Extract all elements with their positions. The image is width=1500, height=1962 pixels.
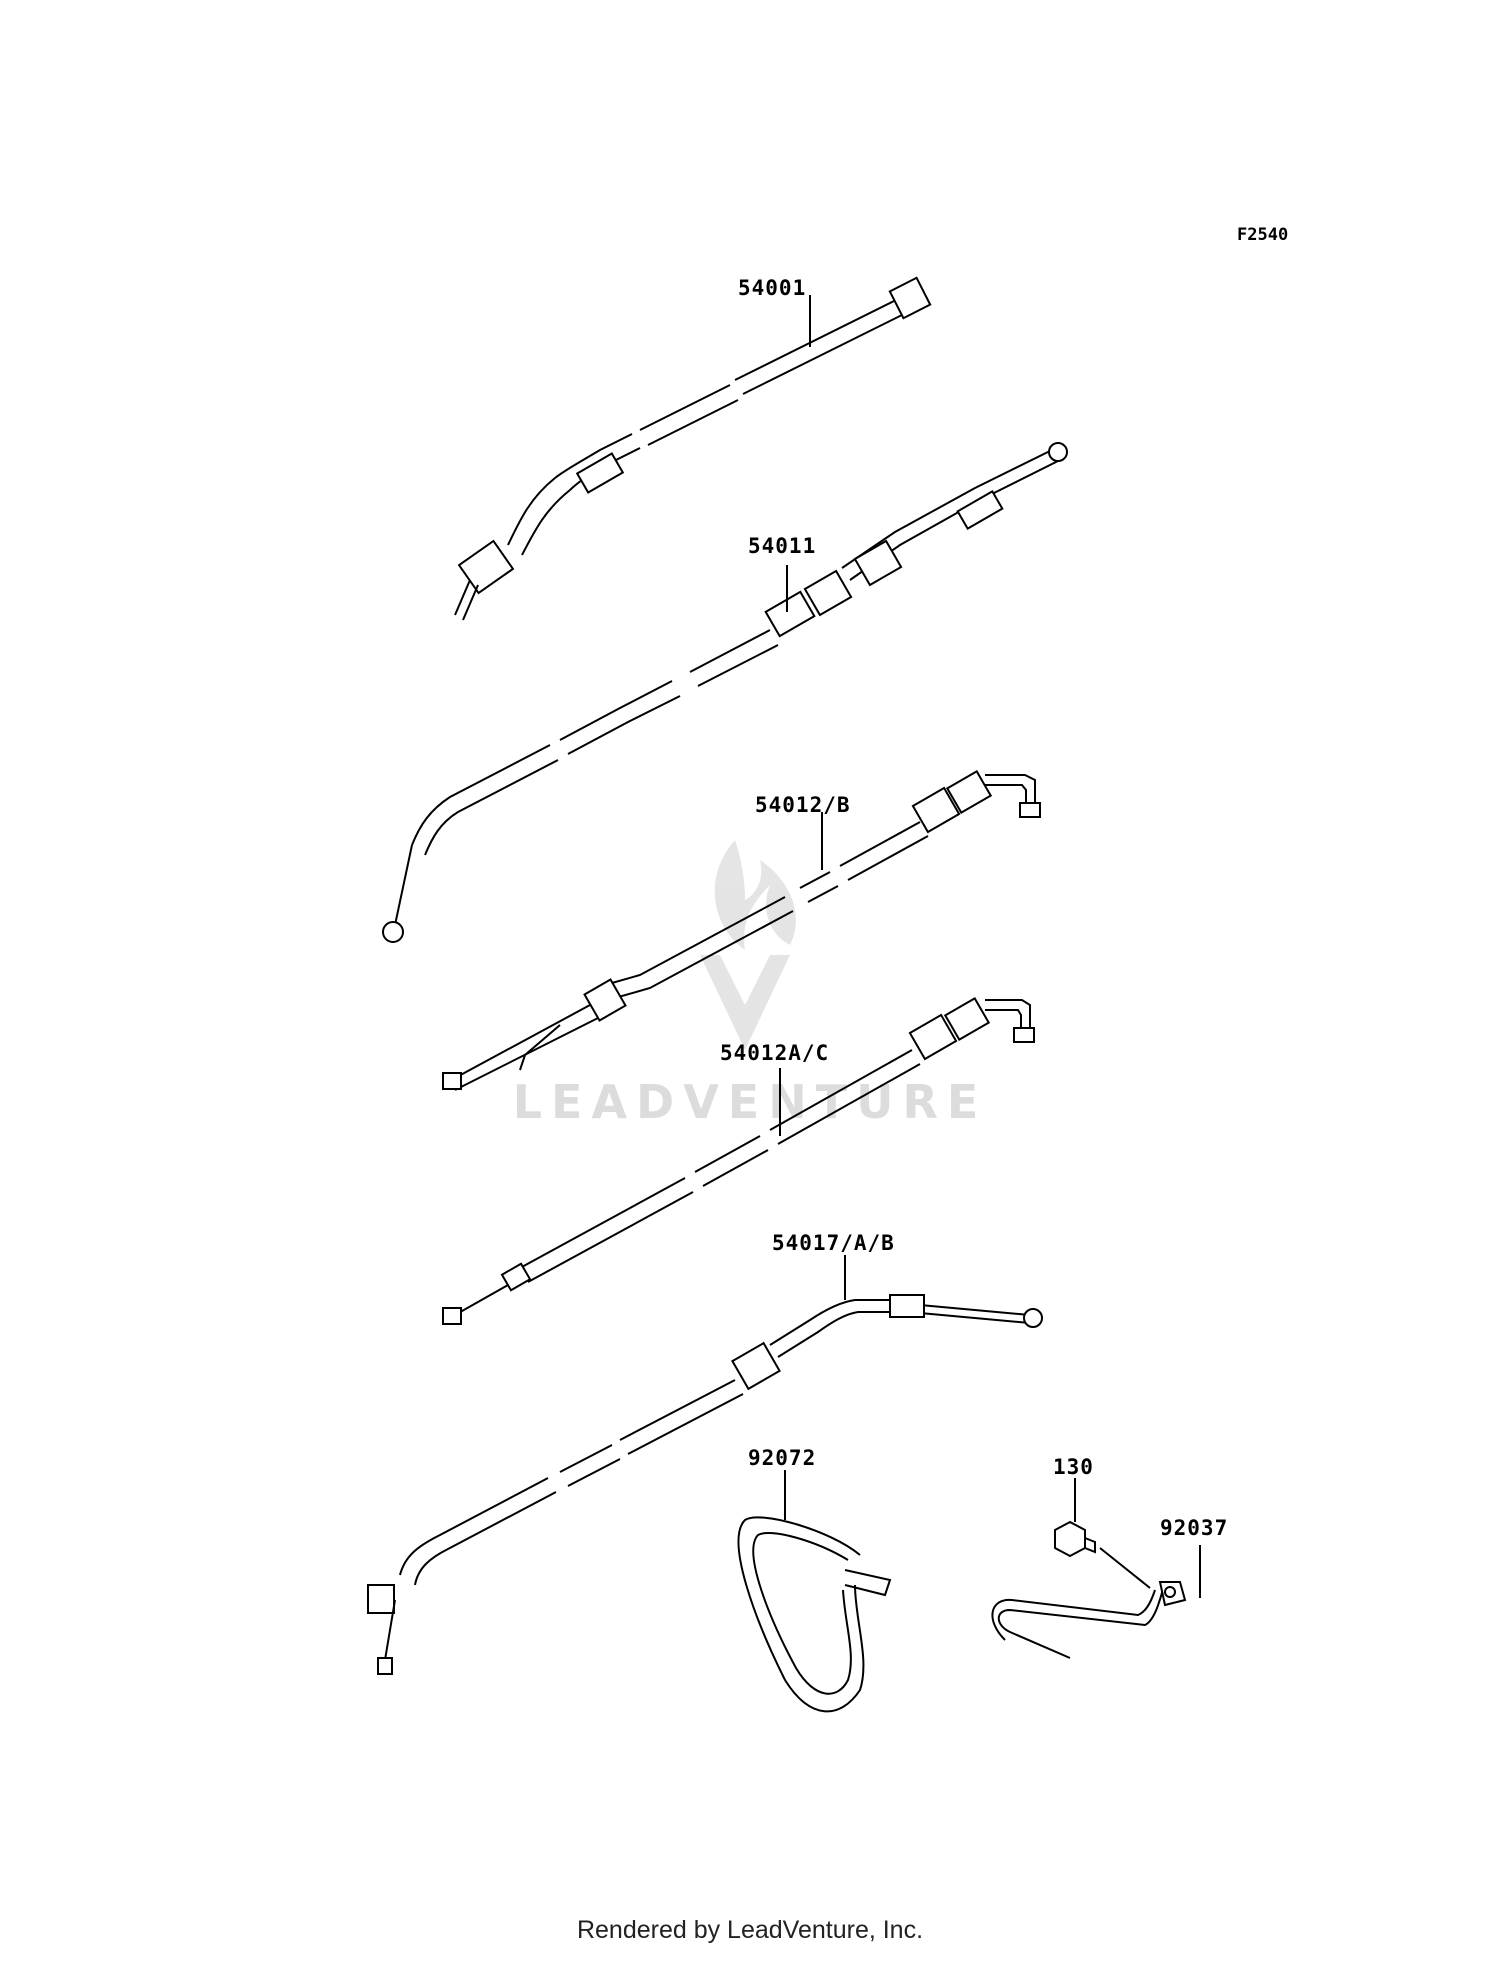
label-54012ac[interactable]: 54012A/C (720, 1041, 829, 1065)
label-92037[interactable]: 92037 (1160, 1516, 1228, 1540)
label-130[interactable]: 130 (1053, 1455, 1094, 1479)
part-92072-cable-tie[interactable] (737, 1516, 892, 1713)
footer-credit: Rendered by LeadVenture, Inc. (576, 1916, 924, 1944)
part-54017-cable[interactable] (367, 1294, 1043, 1675)
label-92072[interactable]: 92072 (748, 1446, 816, 1470)
part-130-bolt[interactable] (1054, 1520, 1096, 1558)
part-54012ac-cable[interactable] (442, 997, 1035, 1325)
label-54017[interactable]: 54017/A/B (772, 1231, 895, 1255)
watermark: LEADVENTURE (513, 840, 988, 1129)
part-54012b-cable[interactable] (442, 770, 1041, 1091)
label-54011[interactable]: 54011 (748, 534, 816, 558)
label-54012b[interactable]: 54012/B (755, 793, 851, 817)
label-54001[interactable]: 54001 (738, 276, 806, 300)
part-92037-clamp[interactable] (991, 1547, 1187, 1659)
watermark-text: LEADVENTURE (513, 1075, 988, 1129)
part-54001-cable[interactable] (454, 276, 932, 621)
part-54011-cable[interactable] (382, 442, 1068, 943)
diagram-code: F2540 (1237, 225, 1288, 245)
